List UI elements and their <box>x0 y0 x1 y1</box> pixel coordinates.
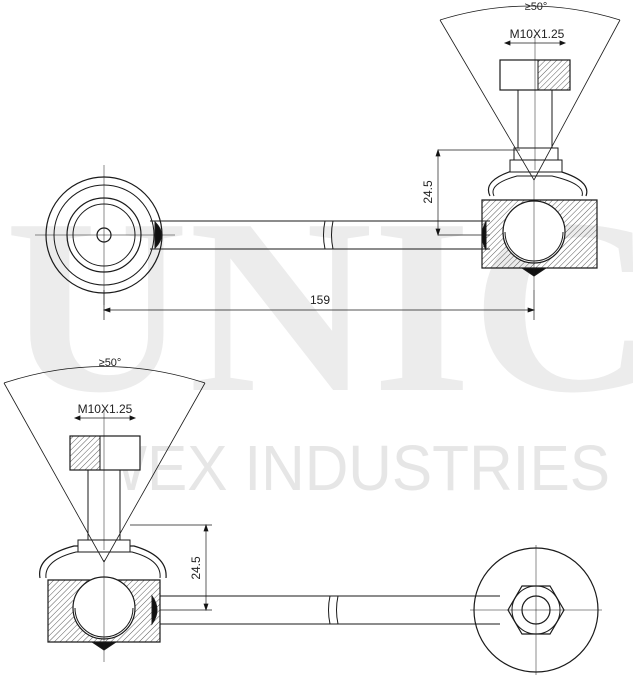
top-thread-label: M10X1.25 <box>510 27 565 41</box>
top-ball-joint <box>481 147 598 290</box>
top-stabilizer-link <box>35 5 621 320</box>
bottom-ball-joint <box>39 539 167 662</box>
top-angle-label: ≥50° <box>525 1 548 13</box>
bottom-stabilizer-link <box>3 366 602 675</box>
bottom-angle-lines <box>3 366 206 563</box>
watermark-tagline: WEX INDUSTRIES <box>90 432 610 504</box>
top-eye-end <box>35 165 175 305</box>
bottom-angle-label: ≥50° <box>99 357 122 369</box>
top-height-label: 24.5 <box>421 180 435 204</box>
bottom-height-dimension <box>130 523 212 612</box>
top-rod <box>150 220 490 250</box>
top-angle-lines <box>439 5 621 181</box>
top-height-dimension <box>435 148 520 237</box>
bottom-eye-end <box>470 545 602 675</box>
top-stud <box>499 35 571 170</box>
bottom-stud <box>69 410 141 550</box>
top-length-dimension <box>102 290 536 320</box>
top-length-label: 159 <box>310 293 330 307</box>
bottom-rod <box>160 595 500 625</box>
bottom-thread-label: M10X1.25 <box>78 402 133 416</box>
bottom-height-label: 24.5 <box>189 556 203 580</box>
